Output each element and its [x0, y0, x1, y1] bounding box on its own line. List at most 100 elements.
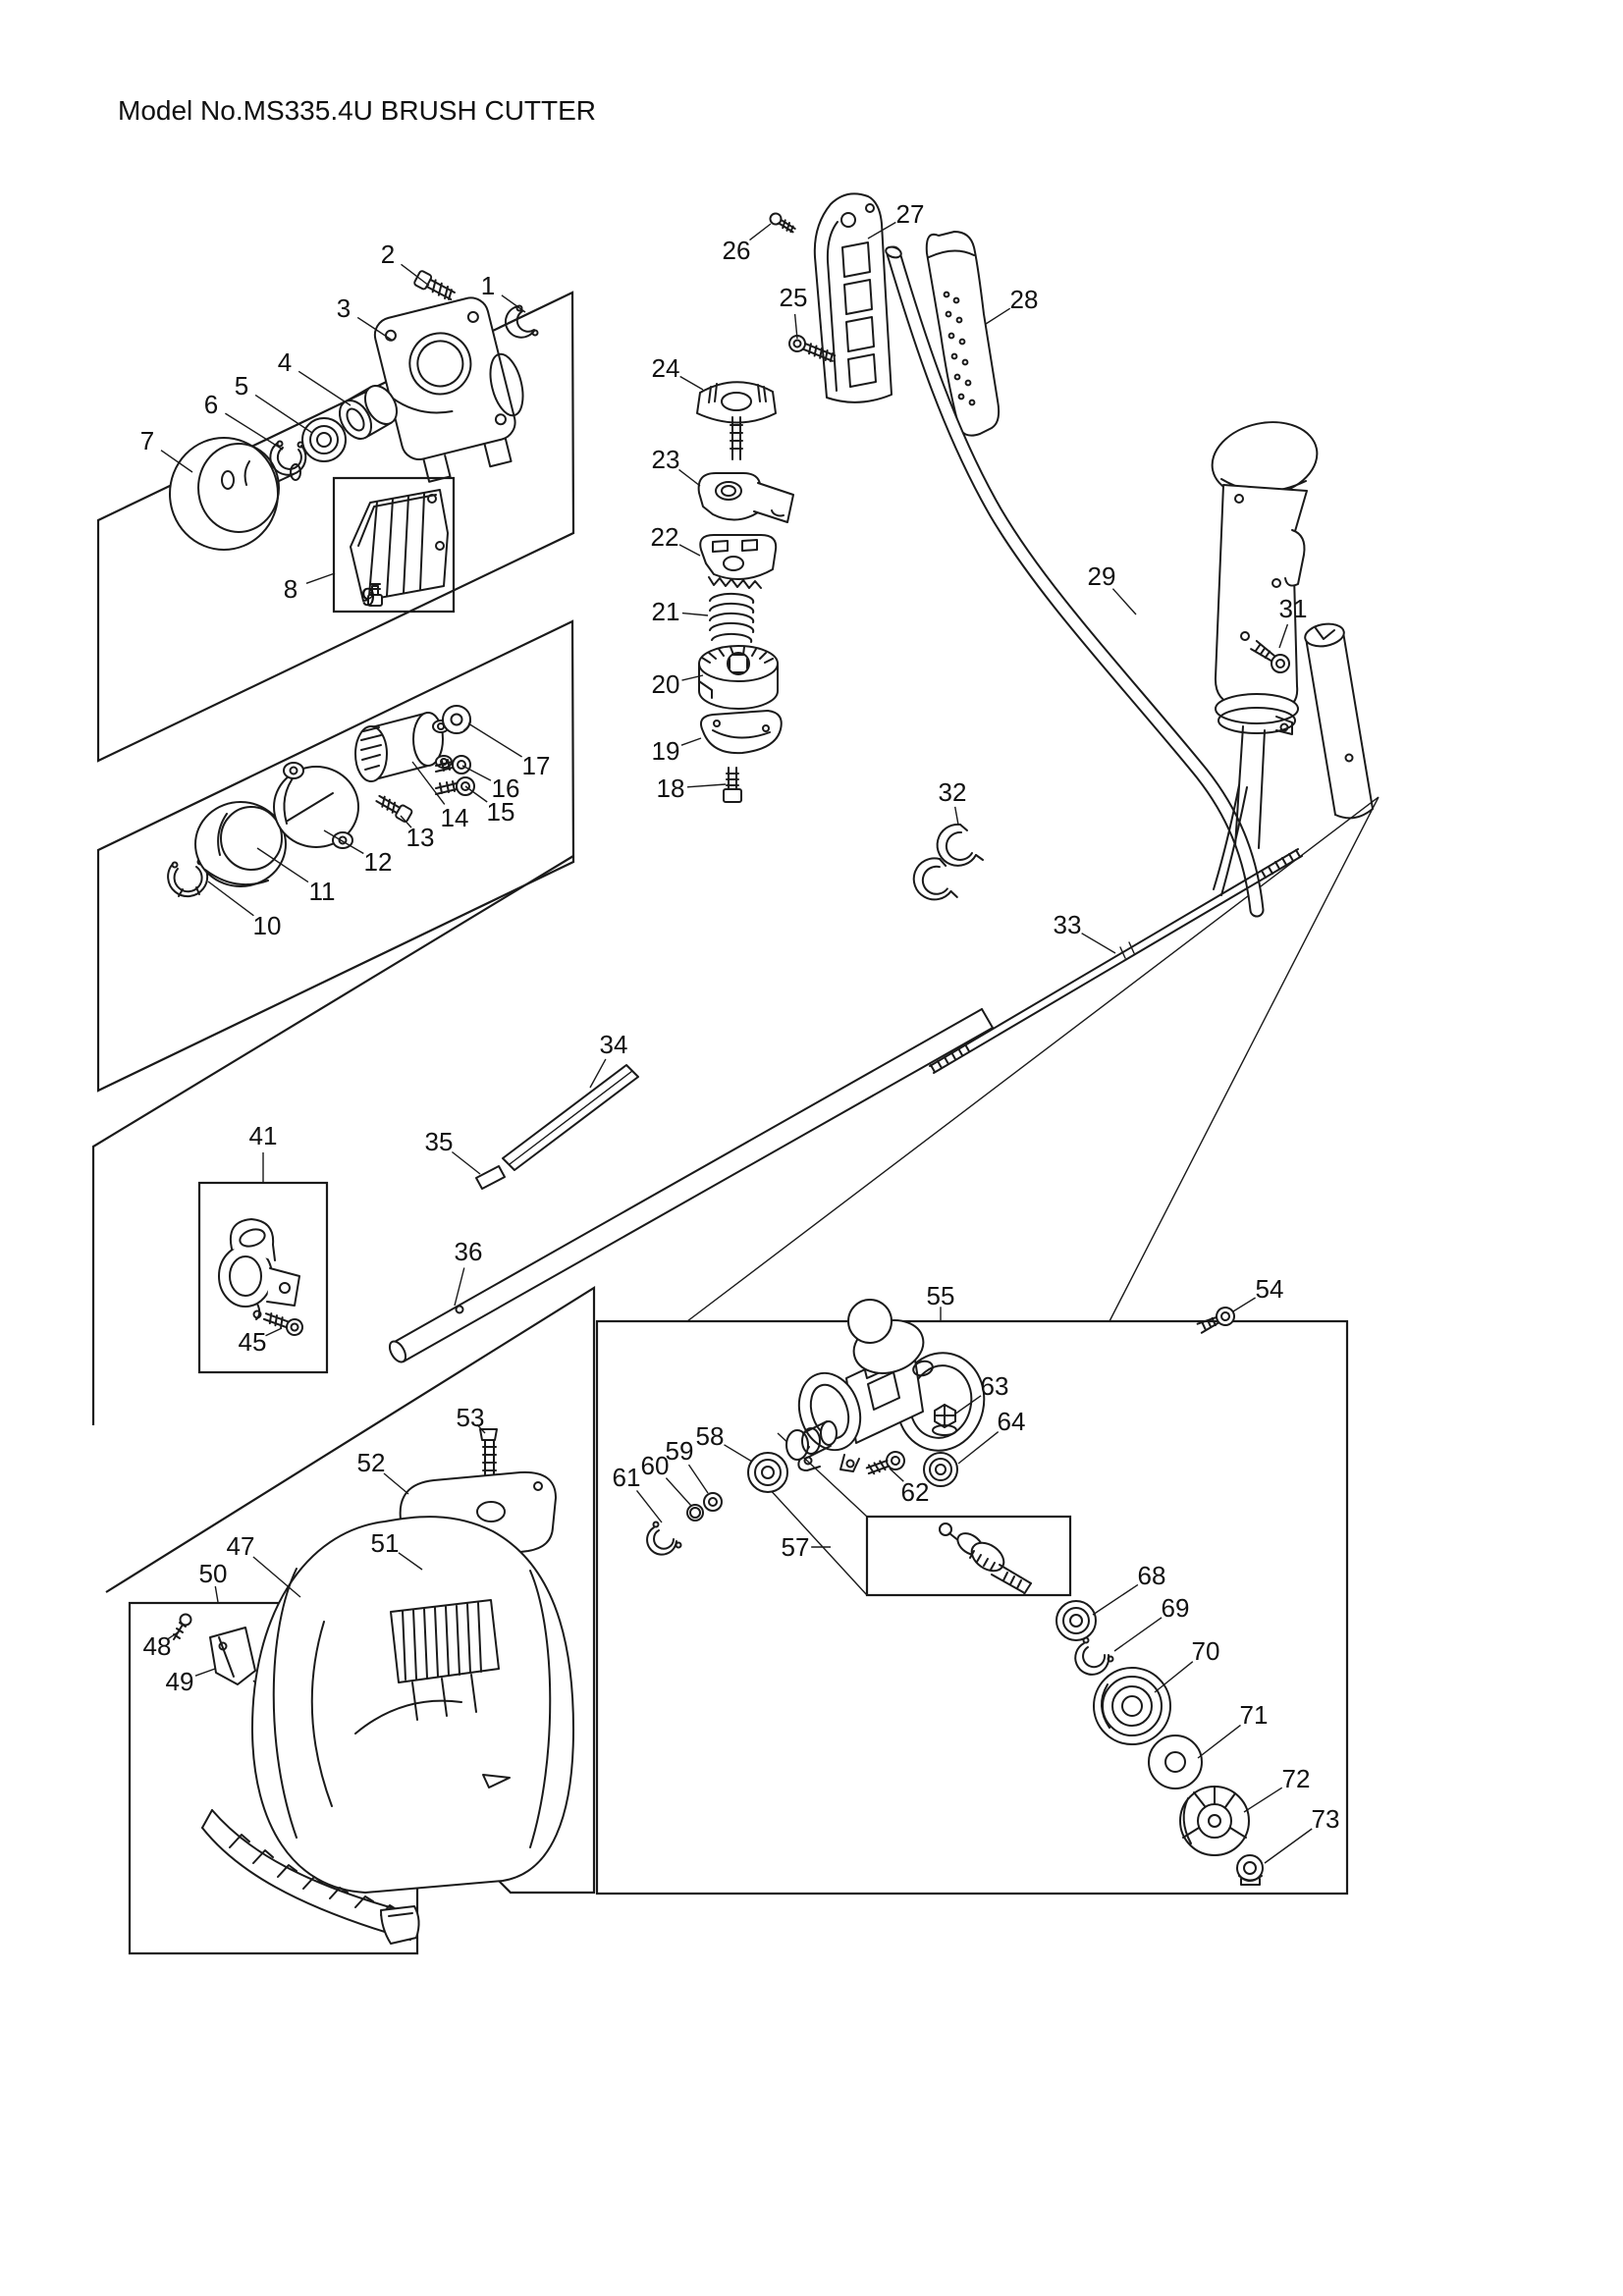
- part-2-screw: [413, 270, 457, 301]
- part-72-cup-washer: [1179, 1786, 1250, 1856]
- part-number-49: 49: [166, 1667, 194, 1696]
- leader-line-part-5: [254, 394, 313, 434]
- part-68-bearing: [1055, 1600, 1097, 1641]
- part-number-59: 59: [666, 1436, 694, 1466]
- part-number-41: 41: [249, 1121, 278, 1150]
- leader-line-part-2: [401, 263, 430, 287]
- leader-line-part-13: [400, 815, 412, 828]
- part-number-25: 25: [780, 283, 808, 312]
- part-36-outer-tube: [388, 1008, 994, 1363]
- leader-line-part-49: [194, 1668, 216, 1677]
- part-number-3: 3: [337, 294, 351, 323]
- cluster-gearcase: [646, 1299, 1264, 1886]
- part-number-60: 60: [641, 1451, 670, 1480]
- leader-line-part-28: [985, 307, 1011, 325]
- part-number-45: 45: [239, 1327, 267, 1357]
- cluster-tube: [218, 1008, 994, 1363]
- part-number-70: 70: [1192, 1636, 1220, 1666]
- part-number-71: 71: [1240, 1700, 1269, 1730]
- leader-line-part-52: [383, 1472, 409, 1495]
- leader-line-part-50: [214, 1585, 219, 1603]
- leader-line-part-10: [207, 881, 254, 917]
- leader-line-part-61: [635, 1489, 663, 1523]
- leader-line-part-63: [953, 1395, 982, 1415]
- leader-line-part-34: [589, 1058, 607, 1089]
- part-41-hanger: [218, 1218, 300, 1320]
- part-27-handle-bracket: [813, 192, 893, 403]
- leader-line-part-68: [1092, 1583, 1139, 1616]
- leader-line-part-7: [160, 450, 193, 473]
- part-31-screw: [1250, 639, 1290, 673]
- part-number-34: 34: [600, 1030, 628, 1059]
- part-number-47: 47: [227, 1531, 255, 1561]
- part-number-20: 20: [652, 669, 680, 699]
- part-number-15: 15: [487, 797, 515, 827]
- leader-line-part-62: [889, 1468, 904, 1482]
- leader-line-part-18: [686, 783, 727, 788]
- part-number-19: 19: [652, 736, 680, 766]
- drive-pipe-end: [1304, 622, 1374, 820]
- leader-line-part-32: [954, 806, 959, 826]
- part-number-18: 18: [657, 774, 685, 803]
- part-54-screw: [1196, 1307, 1235, 1334]
- part-18-bolt: [723, 767, 742, 803]
- part-62-screw: [865, 1451, 905, 1475]
- part-pinion-gear: [939, 1522, 1032, 1595]
- part-69-snap-ring: [1074, 1636, 1114, 1676]
- part-number-50: 50: [199, 1559, 228, 1588]
- panel-shaft-tube: [91, 855, 574, 1425]
- leader-line-part-26: [749, 223, 772, 241]
- part-number-12: 12: [364, 847, 393, 877]
- part-number-28: 28: [1010, 285, 1039, 314]
- leader-line-part-20: [681, 674, 704, 681]
- cluster-clutch-case: [169, 270, 539, 607]
- part-34-label-strip: [502, 1064, 639, 1171]
- leader-line-part-60: [665, 1477, 692, 1507]
- part-number-53: 53: [457, 1403, 485, 1432]
- part-3-clutch-housing: [373, 296, 524, 483]
- leader-line-part-54: [1232, 1297, 1256, 1312]
- leader-line-part-3: [356, 316, 394, 342]
- leader-line-part-70: [1154, 1661, 1194, 1693]
- part-53-bolt: [479, 1428, 498, 1478]
- trigger-handle: [1211, 421, 1319, 896]
- leader-line-part-25: [793, 313, 798, 340]
- part-number-69: 69: [1162, 1593, 1190, 1623]
- leader-line-part-35: [451, 1150, 481, 1175]
- part-24-knob: [696, 381, 777, 460]
- part-number-48: 48: [143, 1631, 172, 1661]
- part-49-blade-strip: [201, 1809, 420, 1945]
- part-25-screw: [788, 335, 837, 362]
- part-21-spring: [709, 592, 755, 643]
- part-5-bearing: [301, 417, 347, 462]
- part-73-nut: [1236, 1854, 1264, 1886]
- part-number-33: 33: [1054, 910, 1082, 939]
- part-number-24: 24: [652, 353, 680, 383]
- part-number-5: 5: [235, 371, 248, 400]
- part-number-29: 29: [1088, 561, 1116, 591]
- leader-line-part-48: [167, 1629, 182, 1640]
- leader-line-part-6: [225, 412, 284, 451]
- part-17-washer: [442, 705, 471, 734]
- part-28-grip: [925, 231, 1001, 437]
- part-number-4: 4: [278, 347, 292, 377]
- part-number-36: 36: [455, 1237, 483, 1266]
- part-1-snap-ring: [504, 304, 539, 339]
- part-number-26: 26: [723, 236, 751, 265]
- leader-line-part-64: [957, 1431, 1000, 1465]
- inset-box-part8: [332, 476, 456, 614]
- part-number-68: 68: [1138, 1561, 1166, 1590]
- inset-box-pinion-57: [865, 1515, 1072, 1597]
- inset-box-part41: [197, 1181, 329, 1374]
- part-number-7: 7: [140, 426, 154, 455]
- part-number-73: 73: [1312, 1804, 1340, 1834]
- cluster-handle: [696, 192, 1374, 1074]
- leader-line-part-11: [256, 847, 309, 883]
- leader-line-part-23: [678, 468, 701, 487]
- part-63-bolt: [932, 1404, 957, 1436]
- leader-line-part-47: [252, 1556, 301, 1598]
- part-47-guard: [250, 1516, 574, 1894]
- gear-head-housing: [797, 1299, 986, 1472]
- part-number-9: 9: [361, 582, 375, 612]
